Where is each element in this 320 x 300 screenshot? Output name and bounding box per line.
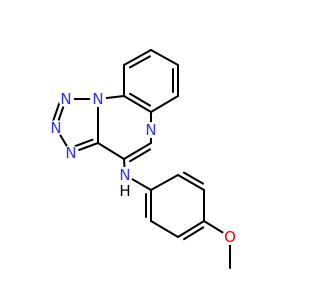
atom-n-bridge: N [90, 90, 106, 108]
atom-n-amine: N [117, 166, 133, 184]
atom-label-o-methoxy: O [224, 228, 236, 246]
atom-label-n-tz1: N [60, 90, 71, 108]
bond-c3a-c4 [97, 142, 125, 160]
bond-p5-p6 [177, 174, 205, 191]
atom-n-pyr: N [143, 121, 159, 139]
atom-h-amine: H [118, 182, 132, 200]
molecule-structure: N N N N N N H O [48, 49, 238, 269]
bond-b1-b2 [123, 49, 152, 66]
bond-layer [51, 49, 231, 269]
atom-label-layer: N N N N N N H O [48, 90, 238, 246]
atom-label-n-amine: N [119, 166, 130, 184]
bond-c4-np [123, 142, 152, 160]
bond-p2-p3 [150, 220, 179, 238]
atom-n-tz1: N [58, 90, 74, 108]
bond-c5a-c9a-second-line [128, 92, 152, 107]
atom-label-n-tz3: N [65, 144, 76, 162]
bond-b1-b2-second-line [128, 55, 151, 69]
atom-label-n-pyr: N [145, 121, 156, 139]
bond-nt3-c3a-second-line [72, 138, 94, 148]
bond-b2-b3 [150, 49, 179, 66]
atom-label-n-bridge: N [92, 90, 103, 108]
atom-n-tz3: N [63, 144, 79, 162]
bond-c5a-c9a [123, 95, 152, 113]
atom-o-methoxy: O [222, 228, 238, 246]
bond-nt1-nt2-second-line [51, 100, 61, 124]
bond-p6-p1 [150, 174, 179, 191]
bond-b4-c5a [150, 95, 179, 113]
atom-label-h-amine: H [119, 182, 130, 200]
bond-p5-p6-second-line [182, 171, 205, 185]
bond-p3-p4-second-line [183, 226, 205, 241]
bond-c4-np-second-line [128, 148, 152, 163]
bond-p3-p4 [177, 220, 205, 238]
atom-label-n-tz2: N [50, 119, 61, 137]
atom-n-tz2: N [48, 119, 64, 137]
